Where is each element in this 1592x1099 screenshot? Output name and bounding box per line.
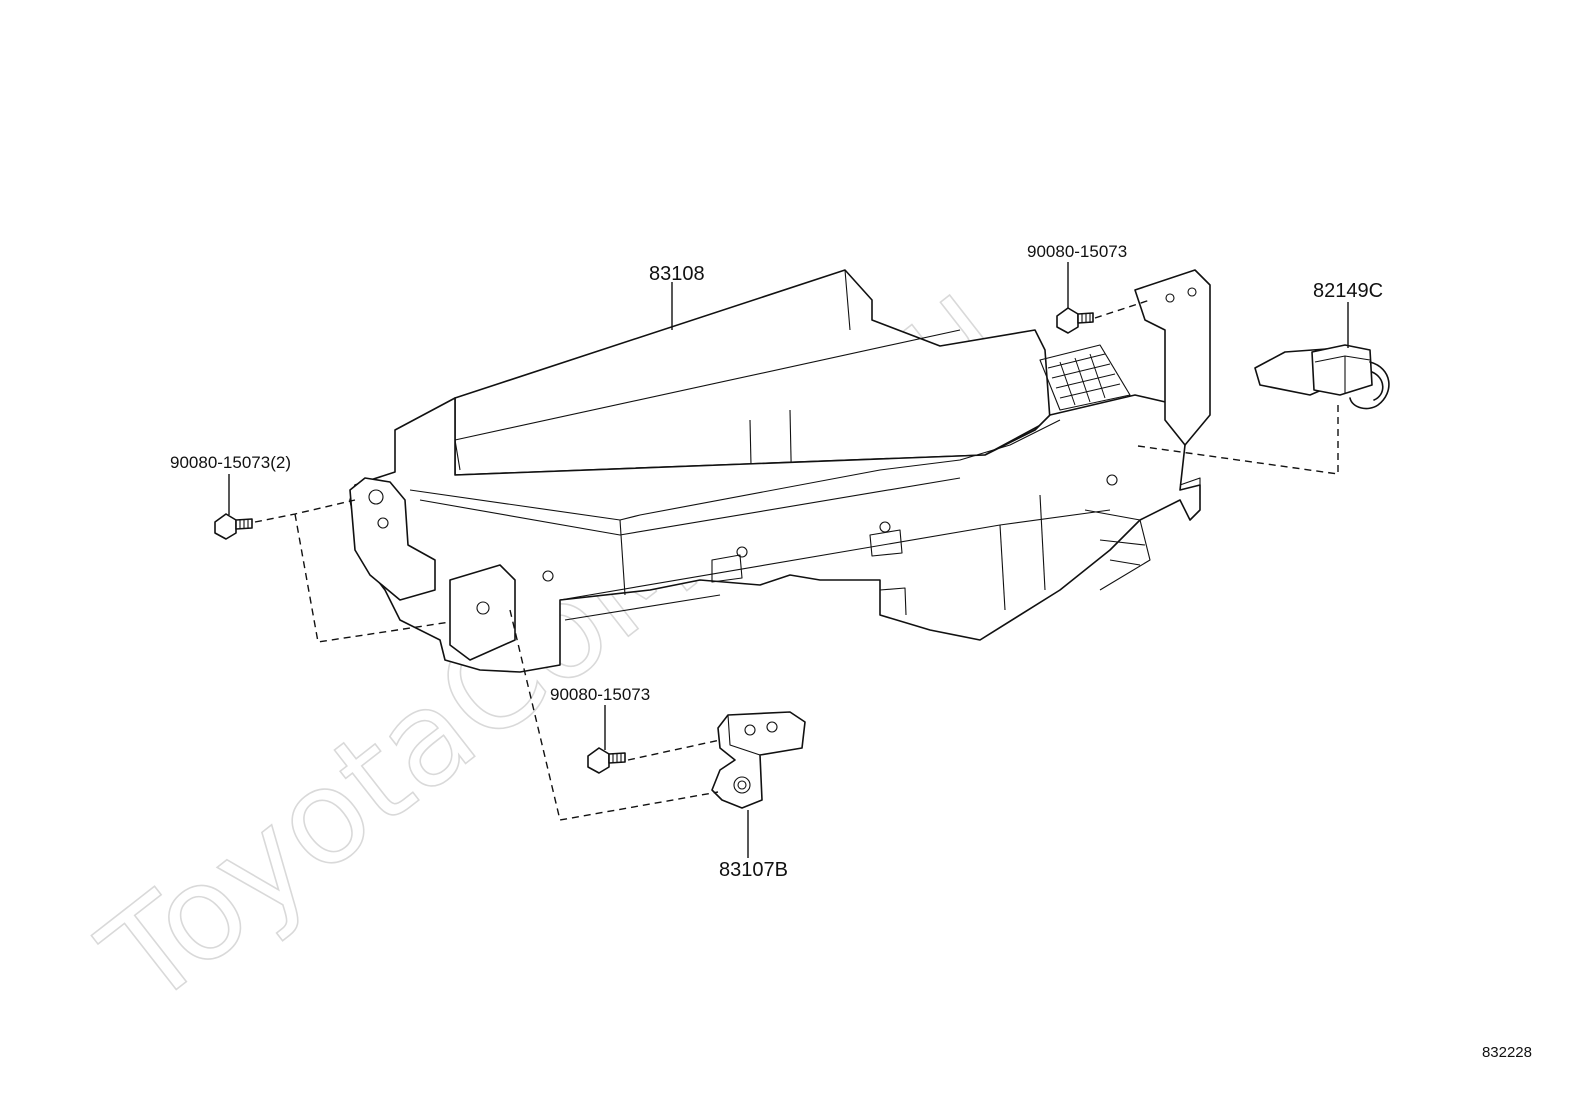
bolt-left	[214, 513, 253, 540]
label-83107b: 83107B	[719, 859, 788, 881]
bolt-bottom	[587, 747, 626, 774]
label-82149c: 82149C	[1313, 280, 1383, 302]
bracket-83107b	[711, 711, 806, 809]
leader-lines	[228, 262, 1349, 858]
label-bolt-top-right: 90080-15073	[1027, 242, 1127, 261]
label-83108: 83108	[649, 263, 705, 285]
main-unit-83108	[349, 269, 1211, 673]
bolt-top-right	[1056, 307, 1094, 334]
connector-82149c	[1254, 344, 1390, 410]
install-lines	[254, 299, 1339, 821]
diagram-code: 832228	[1481, 1044, 1532, 1061]
label-bolt-bottom: 90080-15073	[550, 685, 650, 704]
label-bolt-left: 90080-15073(2)	[170, 453, 291, 472]
